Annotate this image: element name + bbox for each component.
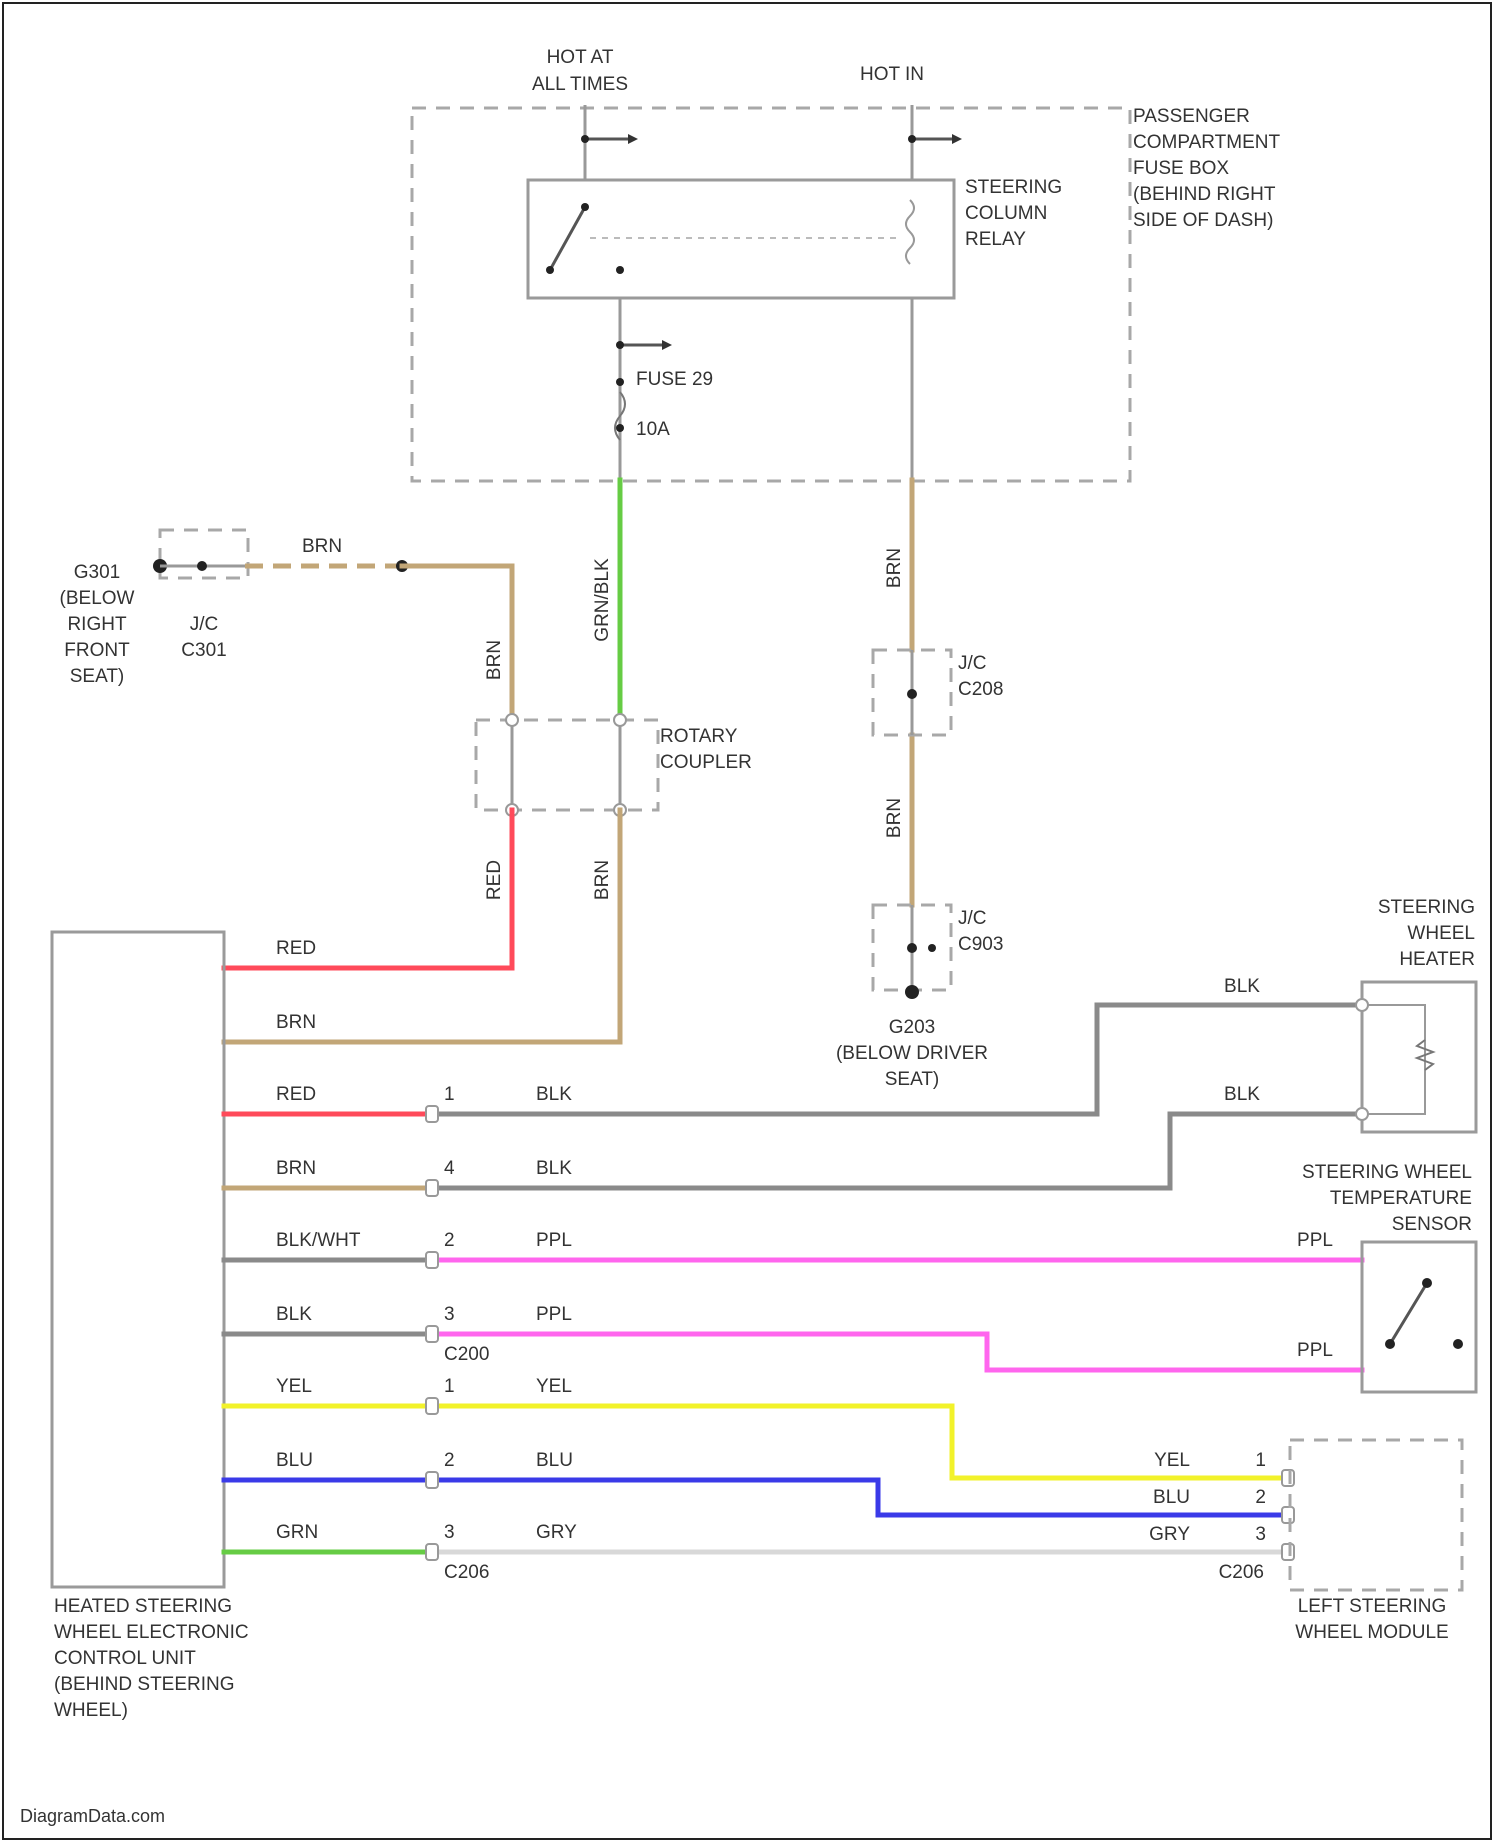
- row-6-right: YEL: [536, 1376, 572, 1397]
- row-2-right: BLK: [536, 1084, 572, 1105]
- fuse-box-label-4: (BEHIND RIGHT: [1133, 184, 1276, 205]
- sensor-label-2: TEMPERATURE: [1330, 1188, 1472, 1209]
- g301-label-2: (BELOW: [60, 588, 135, 609]
- g301-label-4: FRONT: [64, 640, 130, 661]
- row-4-right: PPL: [536, 1230, 572, 1251]
- ecu-box: [52, 932, 224, 1587]
- row-8-right: GRY: [536, 1522, 577, 1543]
- row-8-left: GRN: [276, 1522, 318, 1543]
- ground-g203: [905, 985, 919, 999]
- ecu-label-3: CONTROL UNIT: [54, 1648, 196, 1669]
- wire-red-v: RED: [484, 860, 505, 900]
- jc-c301-label-1: J/C: [190, 614, 219, 635]
- row-1-left: BRN: [276, 1012, 316, 1033]
- rotary-label-1: ROTARY: [660, 726, 738, 747]
- jc-c301-outline: [160, 530, 248, 578]
- row-8-pin: 3: [444, 1522, 455, 1543]
- row-3-pin: 4: [444, 1158, 455, 1179]
- fuse-name: FUSE 29: [636, 369, 713, 390]
- relay-label-1: STEERING: [965, 177, 1062, 198]
- module-label-2: WHEEL MODULE: [1295, 1622, 1448, 1643]
- relay-label-3: RELAY: [965, 229, 1026, 250]
- module-pin-3: 3: [1255, 1524, 1266, 1545]
- left-module-outline: [1290, 1440, 1462, 1590]
- jc-c903-label-1: J/C: [958, 908, 987, 929]
- g301-label-3: RIGHT: [67, 614, 127, 635]
- hot-in-label: HOT IN: [860, 64, 924, 85]
- footer-watermark: DiagramData.com: [20, 1806, 165, 1826]
- heater-label-2: WHEEL: [1407, 923, 1475, 944]
- fuse-box-label-3: FUSE BOX: [1133, 158, 1229, 179]
- row-3-right: BLK: [536, 1158, 572, 1179]
- heater-label-1: STEERING: [1378, 897, 1475, 918]
- module-pin-1: 1: [1255, 1450, 1266, 1471]
- row-2-left: RED: [276, 1084, 316, 1105]
- wire-ppl-right2: PPL: [1297, 1340, 1333, 1361]
- jc-c903-label-2: C903: [958, 934, 1003, 955]
- row-4-left: BLK/WHT: [276, 1230, 361, 1251]
- g203-label-3: SEAT): [885, 1069, 940, 1090]
- connector-c206-left: C206: [444, 1562, 489, 1583]
- sensor-label-1: STEERING WHEEL: [1302, 1162, 1472, 1183]
- sensor-label-3: SENSOR: [1392, 1214, 1472, 1235]
- rotary-coupler-outline: [476, 720, 658, 810]
- wire-grn-blk: GRN/BLK: [592, 558, 613, 642]
- row-5-pin: 3: [444, 1304, 455, 1325]
- row-6-left: YEL: [276, 1376, 312, 1397]
- wire-ppl-right1: PPL: [1297, 1230, 1333, 1251]
- ecu-label-4: (BEHIND STEERING: [54, 1674, 235, 1695]
- row-3-left: BRN: [276, 1158, 316, 1179]
- rotary-label-2: COUPLER: [660, 752, 752, 773]
- sensor-switch-icon: [1390, 1283, 1427, 1344]
- hot-at-label-2: ALL TIMES: [532, 74, 628, 95]
- row-5-right: PPL: [536, 1304, 572, 1325]
- connector-c206-right: C206: [1219, 1562, 1264, 1583]
- fuse-box-outline: [412, 108, 1130, 481]
- wire-brn-top: BRN: [302, 536, 342, 557]
- ecu-label-2: WHEEL ELECTRONIC: [54, 1622, 249, 1643]
- wire-mod-gry: GRY: [1149, 1524, 1190, 1545]
- row-7-right: BLU: [536, 1450, 573, 1471]
- wire-heater-blk1: BLK: [1224, 976, 1260, 997]
- wire-heater-blk2: BLK: [1224, 1084, 1260, 1105]
- row-6-pin: 1: [444, 1376, 455, 1397]
- g203-label-2: (BELOW DRIVER: [836, 1043, 988, 1064]
- ecu-label-5: WHEEL): [54, 1700, 128, 1721]
- row-0-left: RED: [276, 938, 316, 959]
- row-7-left: BLU: [276, 1450, 313, 1471]
- row-5-left: BLK: [276, 1304, 312, 1325]
- row-4-pin: 2: [444, 1230, 455, 1251]
- fuse-box-label-2: COMPARTMENT: [1133, 132, 1280, 153]
- fuse-box-label-1: PASSENGER: [1133, 106, 1250, 127]
- ecu-label-1: HEATED STEERING: [54, 1596, 232, 1617]
- jc-c208-label-1: J/C: [958, 653, 987, 674]
- fuse-rating: 10A: [636, 419, 670, 440]
- relay-label-2: COLUMN: [965, 203, 1047, 224]
- temp-sensor-box: [1362, 1242, 1476, 1392]
- wire-mod-blu: BLU: [1153, 1487, 1190, 1508]
- g301-label-1: G301: [74, 562, 120, 583]
- connector-c200: C200: [444, 1344, 489, 1365]
- module-pin-2: 2: [1255, 1487, 1266, 1508]
- g301-label-5: SEAT): [70, 666, 125, 687]
- wire-brn-v3: BRN: [884, 798, 905, 838]
- wire-brn-v4: BRN: [592, 860, 613, 900]
- wire-brn-v2: BRN: [884, 548, 905, 588]
- hot-at-label-1: HOT AT: [547, 47, 614, 68]
- jc-c301-label-2: C301: [181, 640, 226, 661]
- module-label-1: LEFT STEERING: [1298, 1596, 1447, 1617]
- heater-label-3: HEATER: [1399, 949, 1475, 970]
- row-2-pin: 1: [444, 1084, 455, 1105]
- wire-mod-yel: YEL: [1154, 1450, 1190, 1471]
- jc-c208-label-2: C208: [958, 679, 1003, 700]
- row-7-pin: 2: [444, 1450, 455, 1471]
- wire-brn-v1: BRN: [484, 640, 505, 680]
- g203-label-1: G203: [889, 1017, 935, 1038]
- fuse-box-label-5: SIDE OF DASH): [1133, 210, 1273, 231]
